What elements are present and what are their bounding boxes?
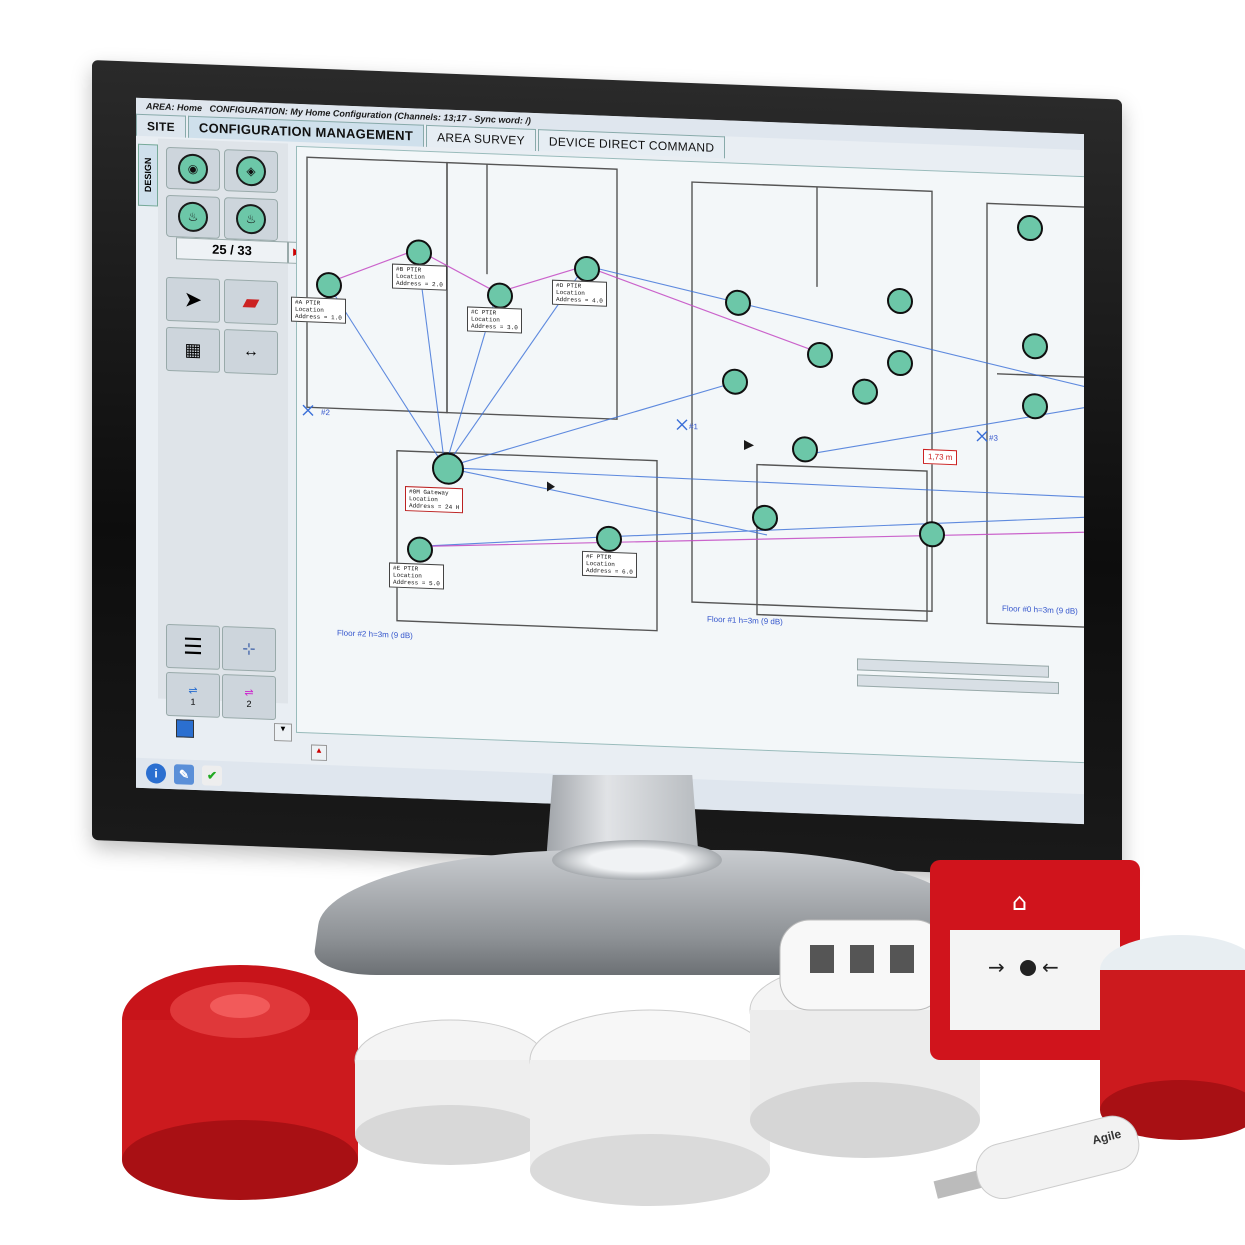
white-detector-base-icon <box>354 1019 546 1165</box>
measure-tool-button[interactable]: ↔ <box>224 329 278 376</box>
marker-label: #1 <box>689 421 698 432</box>
area-value: Home <box>177 102 203 114</box>
sensor-node[interactable] <box>596 525 622 553</box>
node-label: #B PTIR Location Address = 2.0 <box>392 263 447 291</box>
thermometer-icon: ♨ <box>178 201 208 233</box>
heat-smoke-sensor-icon: ◈ <box>236 155 266 187</box>
palette-pager: 25 / 33 <box>176 237 288 264</box>
sensor-node[interactable] <box>725 289 751 317</box>
red-sounder-left-icon <box>122 965 358 1200</box>
checkmark-icon[interactable]: ✔ <box>202 765 222 786</box>
layers-button[interactable]: ☰ <box>166 623 220 670</box>
tab-area-survey[interactable]: AREA SURVEY <box>426 124 536 152</box>
node-label: #F PTIR Location Address = 6.0 <box>582 550 637 578</box>
node-label: #A PTIR Location Address = 1.0 <box>291 296 346 324</box>
tab-site[interactable]: SITE <box>136 113 186 138</box>
design-side-tab[interactable]: DESIGN <box>138 143 158 207</box>
link-node-button[interactable]: ⊹ <box>222 625 276 673</box>
tool-grid: ➤ ▰ ▦ ↔ <box>166 276 278 376</box>
brick-wall-icon: ▦ <box>184 339 202 360</box>
heat-smoke-sensor-button[interactable]: ◈ <box>224 149 278 194</box>
svg-text:⌂: ⌂ <box>1012 888 1027 916</box>
marker-label: #2 <box>321 407 330 418</box>
thermometer-plus-icon: ♨ <box>236 203 266 235</box>
measure-line-icon: ↔ <box>243 342 259 361</box>
channel-1-label: 1 <box>190 696 196 707</box>
channel-2-button[interactable]: ⇌2 <box>222 673 276 721</box>
monitor-stand-ring <box>552 840 722 880</box>
cursor-arrow-icon: ➤ <box>183 286 203 313</box>
smoke-sensor-icon: ◉ <box>178 153 208 185</box>
heat-sensor-button[interactable]: ♨ <box>166 194 220 239</box>
node-label: #D PTIR Location Address = 4.0 <box>552 279 607 307</box>
sensor-node[interactable] <box>407 536 433 564</box>
info-icon[interactable]: i <box>146 763 166 784</box>
palette-scroll-down-icon[interactable]: ▼ <box>274 722 292 742</box>
smoke-sensor-button[interactable]: ◉ <box>166 146 220 191</box>
sensor-node[interactable] <box>1022 392 1048 420</box>
sensor-node[interactable] <box>487 282 513 310</box>
gateway-node[interactable] <box>432 452 464 486</box>
sensor-node[interactable] <box>574 255 600 283</box>
gateway-label: #0M Gateway Location Address = 24 H <box>405 486 464 514</box>
sensor-node[interactable] <box>1022 332 1048 360</box>
monitor: AREA: Home CONFIGURATION: My Home Config… <box>92 60 1122 880</box>
red-beacon-icon <box>1100 935 1245 1140</box>
sensor-node[interactable] <box>887 287 913 315</box>
sensor-node[interactable] <box>752 504 778 532</box>
channel-2-icon: ⇌ <box>244 686 254 699</box>
app-screen: AREA: Home CONFIGURATION: My Home Config… <box>136 97 1084 825</box>
canvas-scroll-up-icon[interactable]: ▲ <box>311 744 327 762</box>
layer-tool-grid: ☰ ⊹ ⇌1 ⇌2 <box>166 623 276 721</box>
sensor-node[interactable] <box>887 349 913 377</box>
channel-1-icon: ⇌ <box>188 684 198 697</box>
floor-plan-file-icon[interactable] <box>176 719 194 738</box>
sensor-node[interactable] <box>722 368 748 396</box>
manual-call-point-icon: → ← ⌂ <box>930 860 1140 1060</box>
white-detector-base-icon <box>529 1009 771 1206</box>
eraser-tool-button[interactable]: ▰ <box>224 279 278 326</box>
node-label: #E PTIR Location Address = 5.0 <box>389 562 444 590</box>
sensor-node[interactable] <box>807 341 833 369</box>
heat-sensor-plus-button[interactable]: ♨ <box>224 197 278 242</box>
edit-file-icon[interactable]: ✎ <box>174 764 194 785</box>
sensor-node[interactable] <box>852 378 878 406</box>
marker-label: #3 <box>989 433 998 443</box>
channel-2-label: 2 <box>246 698 252 709</box>
node-label: #C PTIR Location Address = 3.0 <box>467 306 522 334</box>
floor-plan-canvas[interactable]: #A PTIR Location Address = 1.0 #B PTIR L… <box>291 145 1084 764</box>
channel-1-button[interactable]: ⇌1 <box>166 671 220 718</box>
network-node-icon: ⊹ <box>242 640 256 659</box>
sensor-node[interactable] <box>1017 214 1043 242</box>
sensor-node[interactable] <box>406 239 432 267</box>
config-label: CONFIGURATION: <box>209 103 288 117</box>
sensor-node[interactable] <box>919 520 945 548</box>
eraser-icon: ▰ <box>242 288 260 315</box>
distance-label: 1,73 m <box>923 448 958 466</box>
sensor-grid: ◉ ◈ ♨ ♨ <box>166 146 278 242</box>
layers-icon: ☰ <box>183 633 203 660</box>
fire-devices-group: → ← ⌂ <box>122 860 1245 1206</box>
sensor-node[interactable] <box>316 271 342 299</box>
select-tool-button[interactable]: ➤ <box>166 276 220 323</box>
svg-text:→: → <box>988 955 1005 979</box>
area-label: AREA: <box>146 101 175 113</box>
wall-tool-button[interactable]: ▦ <box>166 326 220 373</box>
svg-text:←: ← <box>1042 955 1059 979</box>
sensor-node[interactable] <box>792 435 818 463</box>
usb-dongle-icon <box>933 1115 1140 1199</box>
